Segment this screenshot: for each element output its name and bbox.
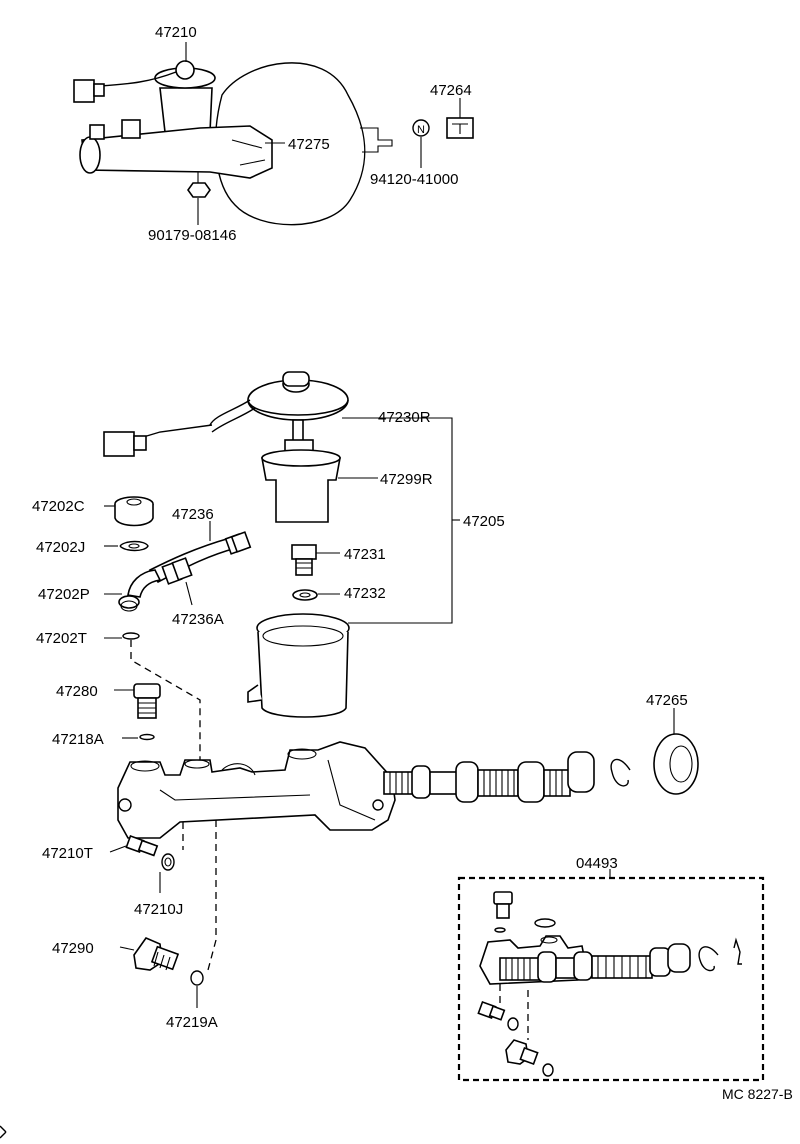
label-47265: 47265 bbox=[646, 692, 688, 709]
master-cylinder-main bbox=[117, 708, 699, 839]
label-47210t: 47210T bbox=[42, 845, 93, 862]
label-47232: 47232 bbox=[344, 585, 386, 602]
nut-n-symbol bbox=[412, 119, 430, 137]
label-90179-08146: 90179-08146 bbox=[148, 227, 236, 244]
top-assembly: N bbox=[73, 42, 474, 226]
label-47230r: 47230R bbox=[378, 409, 431, 426]
oring-47202t bbox=[122, 632, 140, 640]
master-cylinder-top bbox=[81, 125, 273, 179]
ring-47218a bbox=[139, 733, 155, 741]
label-47236: 47236 bbox=[172, 506, 214, 523]
nut-90179 bbox=[187, 182, 211, 198]
connector-middle bbox=[103, 431, 135, 457]
left-small-parts bbox=[104, 496, 252, 971]
label-47236a: 47236A bbox=[172, 611, 224, 628]
label-47299r: 47299R bbox=[380, 471, 433, 488]
connector-top bbox=[73, 79, 95, 103]
label-94120-41000: 94120-41000 bbox=[370, 171, 458, 188]
lower-left-parts bbox=[109, 834, 204, 1008]
reservoir-exploded bbox=[103, 371, 460, 718]
washer-47232 bbox=[292, 589, 318, 601]
boot-47265 bbox=[653, 733, 699, 795]
cylinder-body bbox=[117, 741, 396, 839]
strainer-47299r bbox=[261, 457, 341, 523]
label-04493: 04493 bbox=[576, 855, 618, 872]
snap-ring bbox=[610, 758, 631, 787]
label-47202c: 47202C bbox=[32, 498, 85, 515]
label-47231: 47231 bbox=[344, 546, 386, 563]
label-47275: 47275 bbox=[288, 136, 330, 153]
label-47202t: 47202T bbox=[36, 630, 87, 647]
elbow-47202p bbox=[127, 569, 162, 598]
clip-47202j bbox=[119, 540, 149, 552]
label-47290: 47290 bbox=[52, 940, 94, 957]
hose-47236 bbox=[148, 537, 238, 584]
repair-kit-box bbox=[457, 876, 765, 1082]
bolt-47280 bbox=[133, 683, 161, 699]
label-47202p: 47202P bbox=[38, 586, 90, 603]
label-47219a: 47219A bbox=[166, 1014, 218, 1031]
diagram-code: MC 8227-B bbox=[722, 1086, 793, 1102]
label-47210j: 47210J bbox=[134, 901, 183, 918]
ring-47219a bbox=[190, 970, 204, 986]
ring-47210j bbox=[161, 853, 175, 871]
label-47205: 47205 bbox=[463, 513, 505, 530]
plug-47231 bbox=[291, 544, 317, 560]
corner-mark bbox=[0, 1125, 7, 1139]
label-47210: 47210 bbox=[155, 24, 197, 41]
label-47280: 47280 bbox=[56, 683, 98, 700]
label-47218a: 47218A bbox=[52, 731, 104, 748]
brake-booster bbox=[214, 62, 366, 226]
piston-assembly bbox=[383, 751, 595, 803]
reservoir-top bbox=[159, 87, 213, 133]
label-47202j: 47202J bbox=[36, 539, 85, 556]
nut-n-label: N bbox=[417, 124, 425, 136]
label-47264: 47264 bbox=[430, 82, 472, 99]
repair-kit-04493 bbox=[457, 869, 765, 1082]
